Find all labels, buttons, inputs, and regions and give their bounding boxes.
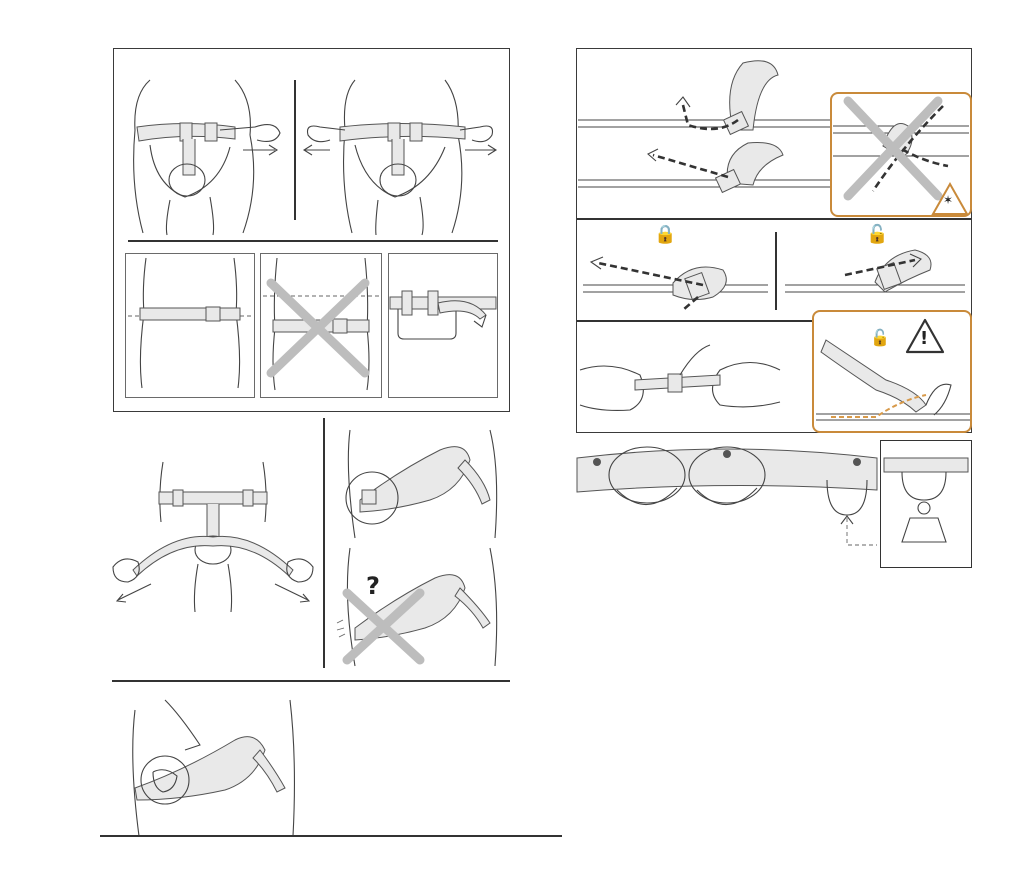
unlocked-padlock-icon: 🔓 xyxy=(866,224,889,245)
locked-padlock-icon: 🔒 xyxy=(654,224,677,245)
figure-gear-loop-with-weight xyxy=(883,457,969,543)
panel-buckle-instructions xyxy=(576,48,972,433)
figure-tighten-right-strap xyxy=(133,79,281,236)
warning-mark: ! xyxy=(920,328,929,349)
figure-incorrect-waist-position xyxy=(263,257,379,391)
figure-leg-loop-fit-check xyxy=(132,699,295,837)
box-buckle-threading xyxy=(388,253,498,398)
warning-frame-buckle-release xyxy=(812,310,972,433)
panel-waist-adjust xyxy=(113,48,510,412)
box-gear-loop-load xyxy=(880,440,972,568)
divider-vertical-leg xyxy=(323,418,325,668)
divider-vertical xyxy=(294,80,296,220)
figure-buckle-threading-steps xyxy=(578,60,833,194)
figure-tighten-leg-loops xyxy=(112,461,314,613)
divider-row-2 xyxy=(577,320,971,322)
figure-leg-loop-buckle-correct xyxy=(345,429,498,539)
figure-buckle-release-detail xyxy=(816,339,970,421)
figure-leg-loop-buckle-incorrect xyxy=(336,547,498,667)
figure-gear-loops xyxy=(576,446,878,546)
figure-misthreaded-buckle-warning xyxy=(833,96,969,215)
divider-row-1 xyxy=(577,218,971,220)
unlocked-padlock-icon: 🔓 xyxy=(870,328,890,347)
falling-danger-icon: ✶ xyxy=(943,193,954,207)
divider-lock-states xyxy=(775,232,777,310)
divider-horizontal-bottom xyxy=(112,680,510,682)
box-correct-waist-position xyxy=(125,253,255,398)
question-mark: ? xyxy=(366,572,380,600)
warning-triangle-icon xyxy=(905,318,945,354)
figure-buckle-locked xyxy=(583,256,768,311)
figure-hands-release-buckle xyxy=(579,344,781,411)
figure-buckle-unlocked xyxy=(785,249,965,293)
figure-correct-waist-position xyxy=(128,257,252,389)
figure-buckle-threading xyxy=(389,290,497,340)
box-incorrect-waist-position xyxy=(260,253,382,398)
figure-tighten-both-straps xyxy=(302,79,498,236)
divider-horizontal xyxy=(128,240,498,242)
divider-horizontal-base xyxy=(100,835,562,837)
